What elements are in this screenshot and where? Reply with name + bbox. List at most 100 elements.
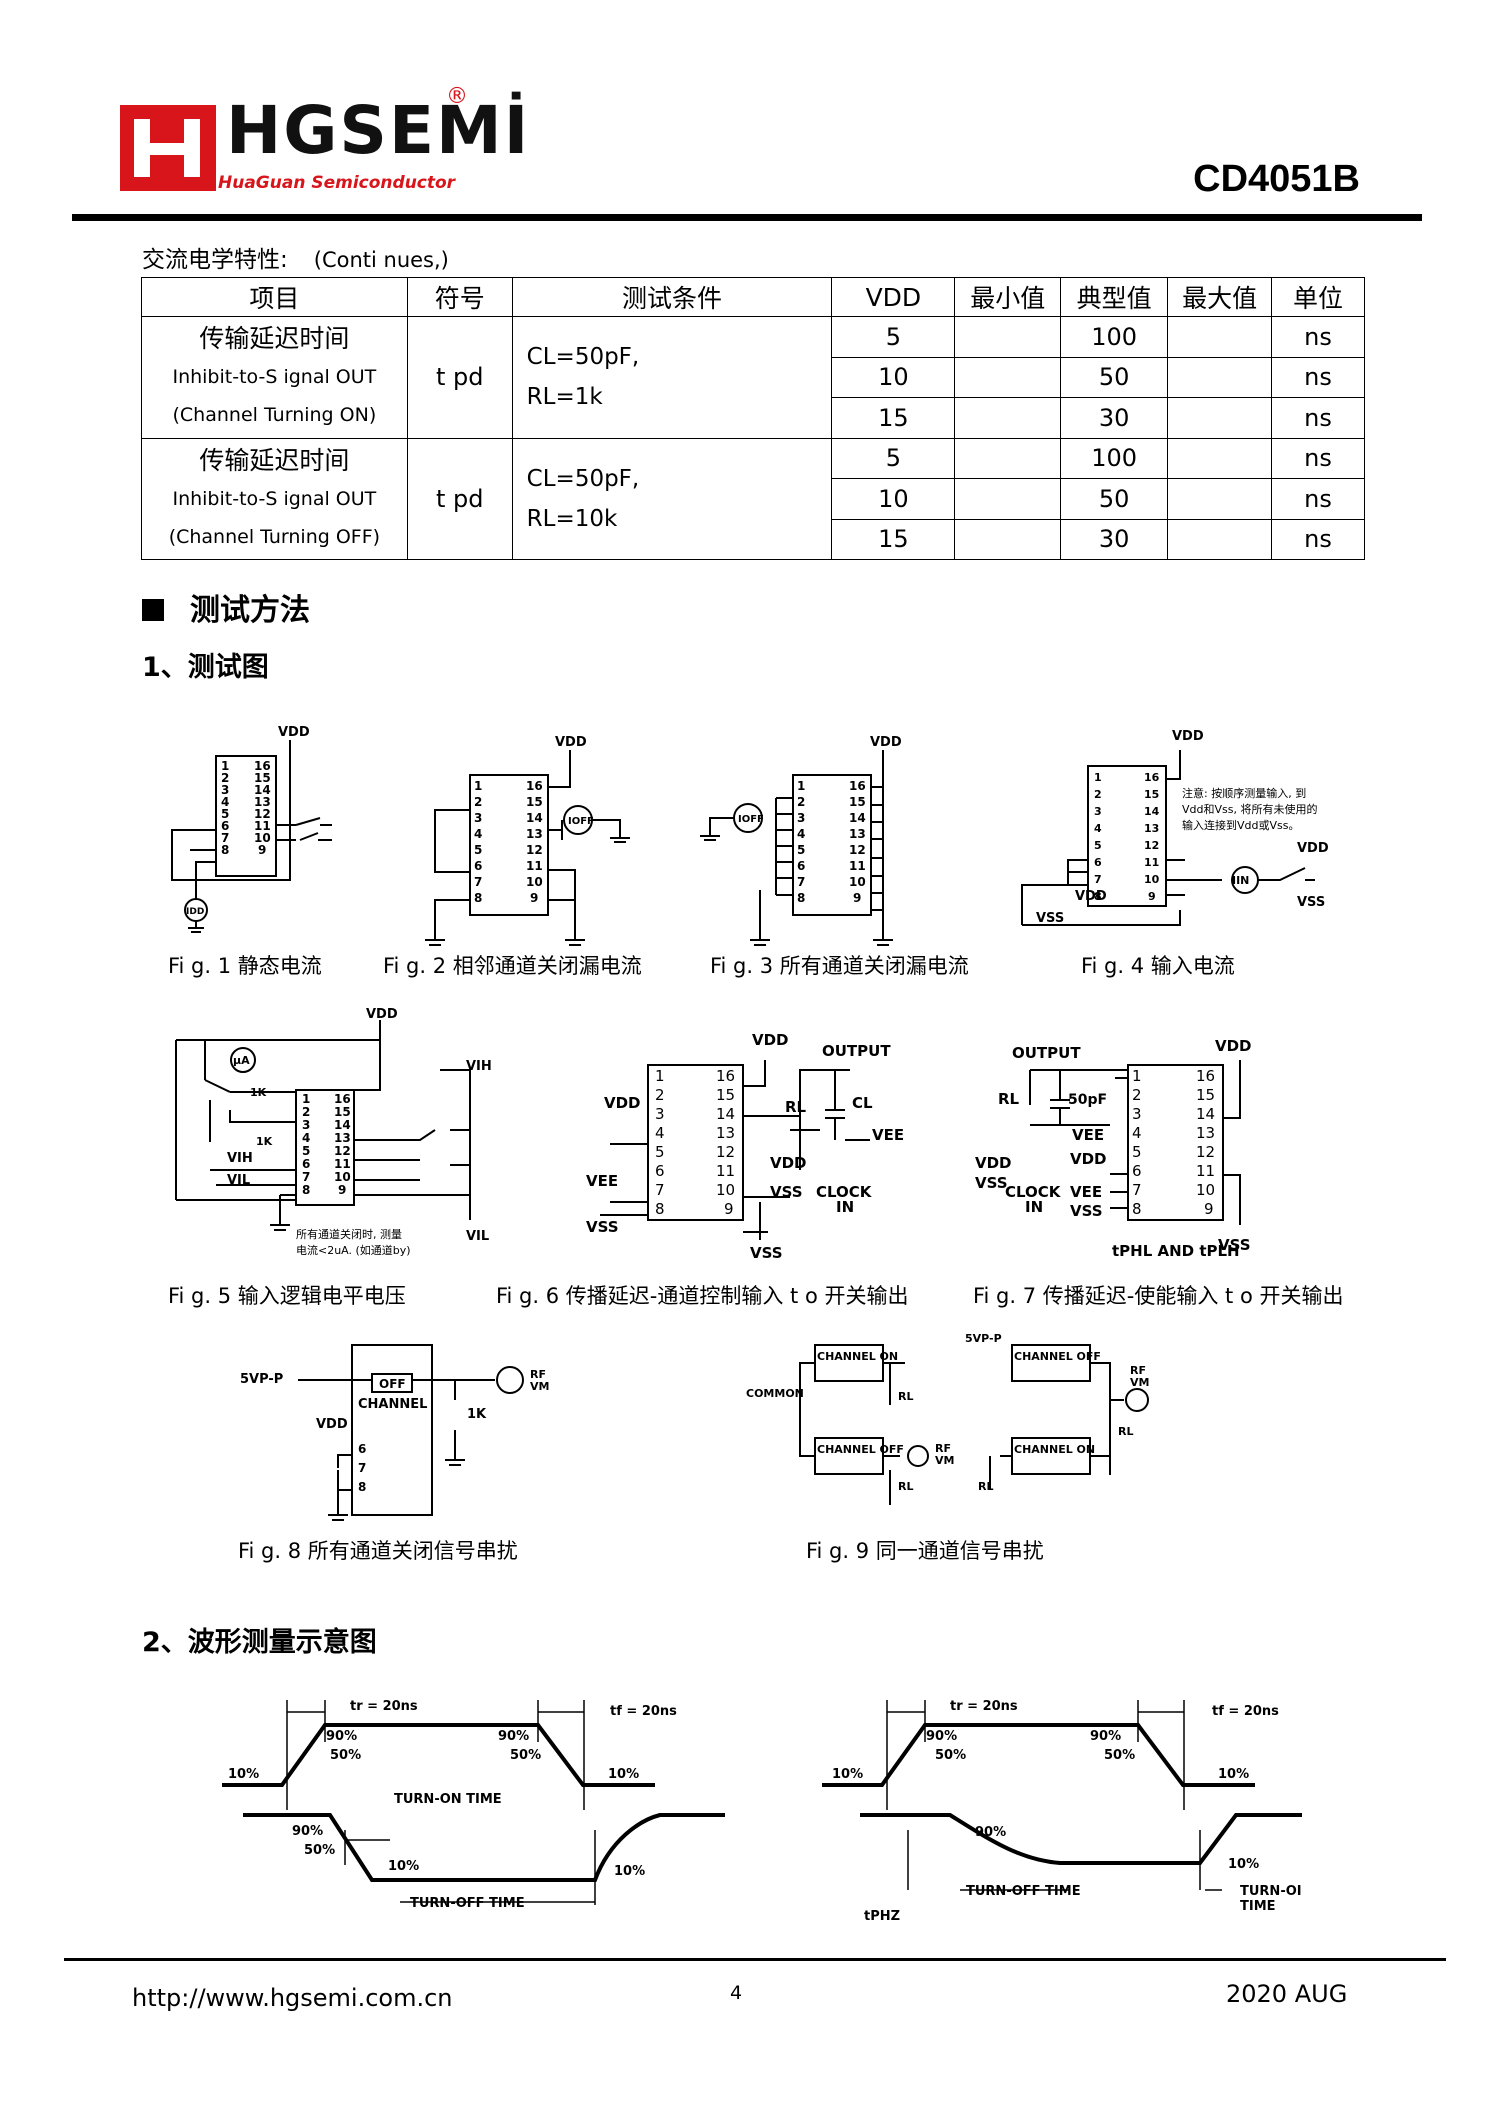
- fig5-circuit: [175, 1020, 471, 1231]
- svg-text:5: 5: [474, 843, 482, 857]
- svg-text:VDD: VDD: [1215, 1037, 1252, 1055]
- svg-text:10: 10: [716, 1181, 735, 1199]
- svg-text:VM: VM: [530, 1380, 549, 1393]
- svg-text:13: 13: [334, 1131, 351, 1145]
- svg-text:8: 8: [655, 1200, 665, 1218]
- svg-text:1K: 1K: [250, 1086, 267, 1099]
- fig1-caption: Fi g. 1 静态电流: [168, 954, 322, 978]
- typ-cell: 50: [1060, 356, 1169, 398]
- fig8-circuit: [298, 1344, 524, 1521]
- svg-text:VDD: VDD: [870, 735, 902, 750]
- svg-text:12: 12: [1196, 1143, 1215, 1161]
- svg-text:4: 4: [655, 1124, 665, 1142]
- svg-text:VDD: VDD: [1297, 841, 1329, 856]
- svg-text:3: 3: [797, 811, 805, 825]
- header-unit: 单位: [1271, 277, 1365, 317]
- table-row: 10 50 ns: [142, 478, 1365, 520]
- svg-text:5VP-P: 5VP-P: [965, 1332, 1002, 1345]
- svg-text:RF: RF: [530, 1368, 546, 1381]
- svg-text:VSS: VSS: [1297, 895, 1325, 910]
- svg-text:7: 7: [474, 875, 482, 889]
- registered-mark: ®: [446, 84, 468, 109]
- svg-text:10%: 10%: [1228, 1857, 1259, 1872]
- svg-text:11: 11: [334, 1157, 351, 1171]
- fig7-circuit: [1029, 1060, 1241, 1225]
- svg-text:Vdd和Vss, 将所有未使用的: Vdd和Vss, 将所有未使用的: [1182, 802, 1317, 816]
- svg-text:50pF: 50pF: [1068, 1092, 1107, 1108]
- footer-date: 2020 AUG: [1226, 1980, 1348, 2008]
- svg-text:IN: IN: [1025, 1198, 1043, 1216]
- ac-characteristics-title: 交流电学特性:(Conti nues,): [142, 247, 449, 273]
- svg-text:4: 4: [474, 827, 482, 841]
- svg-text:10%: 10%: [608, 1767, 639, 1782]
- svg-text:TURN-OFF TIME: TURN-OFF TIME: [966, 1884, 1081, 1899]
- svg-text:输入连接到Vdd或Vss。: 输入连接到Vdd或Vss。: [1182, 818, 1299, 832]
- svg-text:90%: 90%: [498, 1729, 529, 1744]
- svg-text:13: 13: [526, 827, 543, 841]
- svg-text:RL: RL: [998, 1090, 1020, 1108]
- continues-note: (Conti nues,): [313, 248, 449, 272]
- svg-text:6: 6: [474, 859, 482, 873]
- table-header-row: 项目 符号 测试条件 VDD 最小值 典型值 最大值 单位: [141, 277, 1365, 317]
- svg-text:CL: CL: [852, 1094, 873, 1112]
- svg-text:7: 7: [1094, 873, 1102, 886]
- svg-text:16: 16: [849, 779, 866, 793]
- svg-text:VIL: VIL: [466, 1229, 489, 1244]
- svg-text:14: 14: [716, 1105, 735, 1123]
- svg-text:15: 15: [526, 795, 543, 809]
- svg-text:VDD: VDD: [278, 725, 310, 740]
- svg-text:16: 16: [254, 759, 271, 773]
- fig4-circuit: [1021, 750, 1315, 926]
- svg-text:8: 8: [358, 1480, 366, 1494]
- svg-text:μA: μA: [233, 1054, 250, 1067]
- typ-cell: 30: [1060, 397, 1169, 439]
- logo-text: HGSEMİ: [226, 92, 531, 169]
- svg-text:CHANNEL: CHANNEL: [358, 1397, 427, 1412]
- svg-text:2: 2: [302, 1105, 310, 1119]
- unit-cell: ns: [1271, 316, 1365, 358]
- footer-url[interactable]: http://www.hgsemi.com.cn: [132, 1984, 453, 2012]
- svg-text:15: 15: [849, 795, 866, 809]
- svg-text:14: 14: [849, 811, 866, 825]
- svg-text:6: 6: [1132, 1162, 1142, 1180]
- svg-text:VDD: VDD: [770, 1154, 807, 1172]
- svg-text:7: 7: [358, 1461, 366, 1475]
- svg-text:90%: 90%: [292, 1824, 323, 1839]
- svg-text:VDD: VDD: [1172, 729, 1204, 744]
- unit-cell: ns: [1271, 518, 1365, 560]
- svg-text:9: 9: [530, 891, 538, 905]
- max-cell: [1167, 356, 1273, 398]
- svg-text:11: 11: [716, 1162, 735, 1180]
- svg-text:8: 8: [221, 843, 229, 857]
- svg-text:9: 9: [1204, 1200, 1214, 1218]
- min-cell: [954, 518, 1062, 560]
- svg-text:50%: 50%: [330, 1748, 361, 1763]
- fig3-circuit: [700, 750, 893, 946]
- vdd-cell: 5: [831, 316, 956, 358]
- svg-text:50%: 50%: [1104, 1748, 1135, 1763]
- svg-text:12: 12: [849, 843, 866, 857]
- svg-text:11: 11: [526, 859, 543, 873]
- fig6-caption: Fi g. 6 传播延迟-通道控制输入 t o 开关输出: [496, 1284, 909, 1308]
- svg-text:13: 13: [1144, 822, 1159, 835]
- left-output-waveform: [243, 1813, 725, 1882]
- svg-text:VIH: VIH: [227, 1151, 253, 1166]
- svg-text:7: 7: [221, 831, 229, 845]
- svg-text:14: 14: [526, 811, 543, 825]
- min-cell: [954, 478, 1062, 520]
- test-method-heading: 测试方法: [142, 585, 310, 629]
- svg-text:12: 12: [526, 843, 543, 857]
- svg-text:VDD: VDD: [752, 1031, 789, 1049]
- svg-text:7: 7: [797, 875, 805, 889]
- svg-text:1: 1: [655, 1067, 665, 1085]
- svg-text:15: 15: [334, 1105, 351, 1119]
- fig6-circuit: [600, 1060, 870, 1240]
- svg-text:tf = 20ns: tf = 20ns: [1212, 1704, 1279, 1719]
- part-number: CD4051B: [1193, 158, 1360, 200]
- svg-text:16: 16: [526, 779, 543, 793]
- svg-text:VM: VM: [935, 1454, 954, 1467]
- svg-text:VSS: VSS: [1036, 911, 1064, 926]
- svg-text:13: 13: [716, 1124, 735, 1142]
- waveform-heading: 2、波形测量示意图: [142, 1627, 377, 1658]
- svg-text:1: 1: [302, 1092, 310, 1106]
